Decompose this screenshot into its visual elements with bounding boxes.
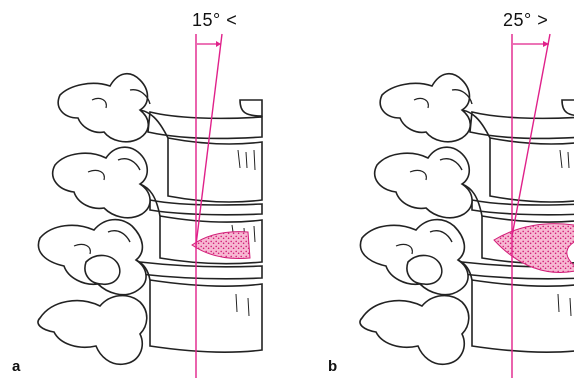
angle-label-a: 15° < — [192, 10, 237, 31]
panel-a — [38, 34, 262, 378]
angle-label-b: 25° > — [503, 10, 548, 31]
panel-b — [360, 34, 574, 378]
panel-label-b: b — [328, 358, 337, 375]
panel-label-a: a — [12, 358, 20, 375]
